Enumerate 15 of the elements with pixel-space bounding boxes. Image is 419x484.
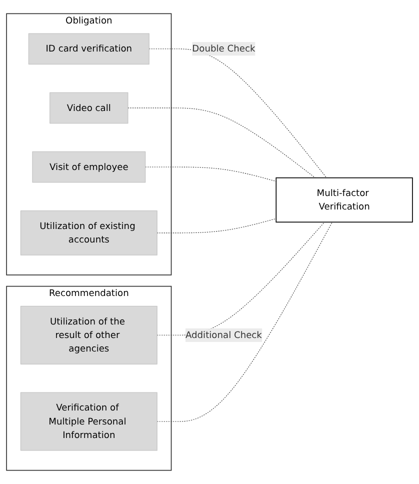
connector [148, 48, 327, 178]
node-box: Video call [50, 92, 128, 124]
node-box: Verification of Multiple Personal Information [20, 392, 158, 451]
connector [128, 108, 316, 178]
edge-label: Double Check [192, 43, 256, 54]
connector [156, 222, 333, 422]
connector [156, 218, 276, 234]
connector [156, 222, 325, 336]
node-box: Visit of employee [32, 151, 146, 183]
node-box: Multi-factor Verification [276, 177, 413, 223]
node-box: Utilization of existing accounts [20, 210, 158, 256]
node-box: ID card verification [28, 33, 150, 64]
connector [145, 166, 276, 182]
edge-label: Additional Check [185, 329, 262, 340]
node-box: Utilization of the result of other agencies [20, 306, 158, 364]
